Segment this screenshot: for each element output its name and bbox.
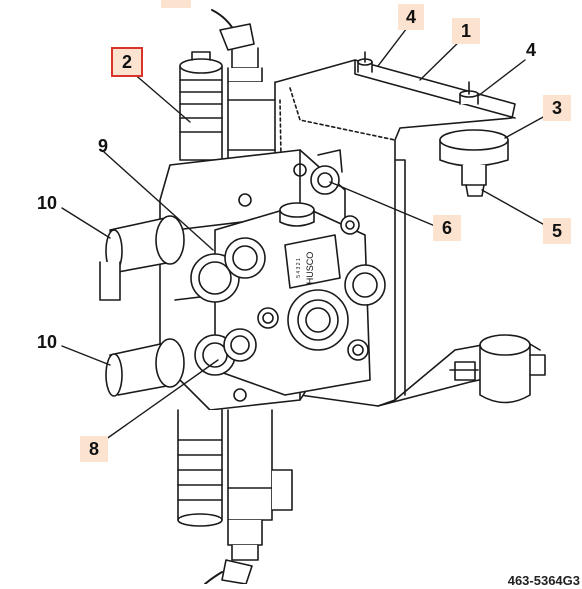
port-plug-6: [310, 149, 343, 195]
bolt-left: [357, 51, 373, 73]
callout-2[interactable]: 2: [111, 47, 143, 77]
top-elbow-fitting: [211, 9, 263, 83]
bottom-elbow-fitting: [204, 519, 263, 585]
leader-lines: [61, 23, 551, 443]
callout-6[interactable]: 6: [433, 215, 461, 241]
callout-3[interactable]: 3: [543, 95, 571, 121]
callout-4-right[interactable]: 4: [525, 40, 536, 60]
right-port: [344, 264, 386, 306]
callout-1[interactable]: 1: [452, 18, 480, 44]
block-bolts: [233, 163, 369, 402]
lower-mount: [449, 334, 546, 404]
callout-8[interactable]: 8: [80, 436, 108, 462]
fitting-9: [190, 237, 266, 303]
callout-top-partial: [161, 0, 191, 8]
fitting-10-lower: [105, 338, 185, 397]
bolt-right: [459, 81, 479, 105]
center-port: [287, 289, 349, 351]
valve-label: HUSCO: [305, 252, 315, 285]
hex-plug-top: [279, 202, 315, 227]
lower-cartridge: [177, 409, 223, 527]
rubber-mount: [439, 129, 509, 197]
fitting-8: [194, 328, 257, 376]
callout-10-lower[interactable]: 10: [36, 332, 58, 352]
callout-4-left[interactable]: 4: [398, 4, 424, 30]
callout-5[interactable]: 5: [543, 218, 571, 244]
valve-sublabel: 5 4 3 2 1: [296, 258, 302, 278]
husco-label-plate: HUSCO 5 4 3 2 1: [284, 234, 341, 289]
fitting-10-upper: [99, 215, 185, 301]
callout-10-upper[interactable]: 10: [36, 193, 58, 213]
lower-solenoid: [227, 409, 293, 521]
upper-cartridge: [179, 51, 223, 161]
upper-solenoid: [227, 81, 276, 166]
callout-9[interactable]: 9: [97, 136, 108, 156]
drawing-reference: 463-5364G3: [507, 573, 580, 588]
